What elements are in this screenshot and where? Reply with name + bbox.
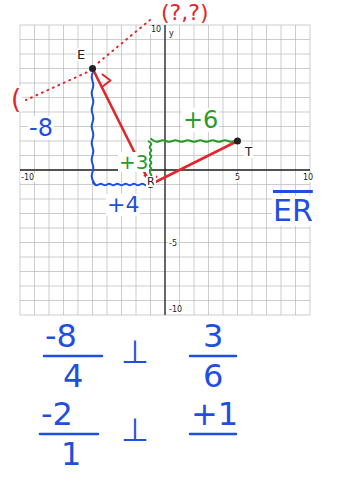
point-label: E — [76, 48, 86, 61]
segment — [93, 69, 151, 185]
segment-name: ER — [272, 196, 314, 226]
right-angle-mark — [103, 75, 111, 87]
dotted-guide — [26, 73, 87, 101]
rise-label: -8 — [28, 116, 54, 140]
denominator: 1 — [60, 438, 82, 470]
y-axis — [164, 25, 165, 315]
coordinate-grid — [20, 25, 310, 315]
dotted-guide — [99, 20, 151, 63]
denominator: 6 — [202, 360, 224, 392]
tick-label: -10 — [168, 306, 183, 314]
run-label: +6 — [182, 108, 219, 132]
coordinate-note: ( — [10, 86, 22, 112]
fraction-bar — [44, 355, 102, 358]
point — [89, 65, 96, 72]
run-label: +4 — [106, 194, 140, 216]
numerator: +1 — [190, 398, 239, 430]
numerator: 3 — [202, 320, 224, 352]
perpendicular-symbol: ⊥ — [120, 414, 150, 446]
run-mark — [151, 139, 238, 142]
grid-line — [165, 25, 166, 315]
segment — [151, 141, 238, 185]
tick-label: 10 — [150, 26, 162, 34]
numerator: -8 — [44, 320, 78, 352]
fraction-bar — [190, 355, 236, 358]
perpendicular-symbol: ⊥ — [120, 336, 150, 368]
fraction-bar — [190, 433, 236, 436]
tick-label: 10 — [302, 174, 314, 182]
numerator: -2 — [40, 398, 74, 430]
denominator: 4 — [62, 360, 84, 392]
rise-label: +3 — [118, 152, 149, 172]
axis-name: y — [168, 30, 175, 38]
point — [234, 138, 241, 145]
tick-label: -5 — [168, 240, 178, 248]
fraction-bar — [40, 433, 98, 436]
point-label: T — [244, 146, 253, 158]
tick-label: -10 — [20, 174, 35, 182]
coordinate-note: (?,?) — [160, 2, 210, 24]
run-mark — [93, 182, 151, 185]
tick-label: 5 — [234, 174, 241, 182]
point-label: R — [146, 176, 156, 187]
rise-mark — [92, 69, 95, 185]
